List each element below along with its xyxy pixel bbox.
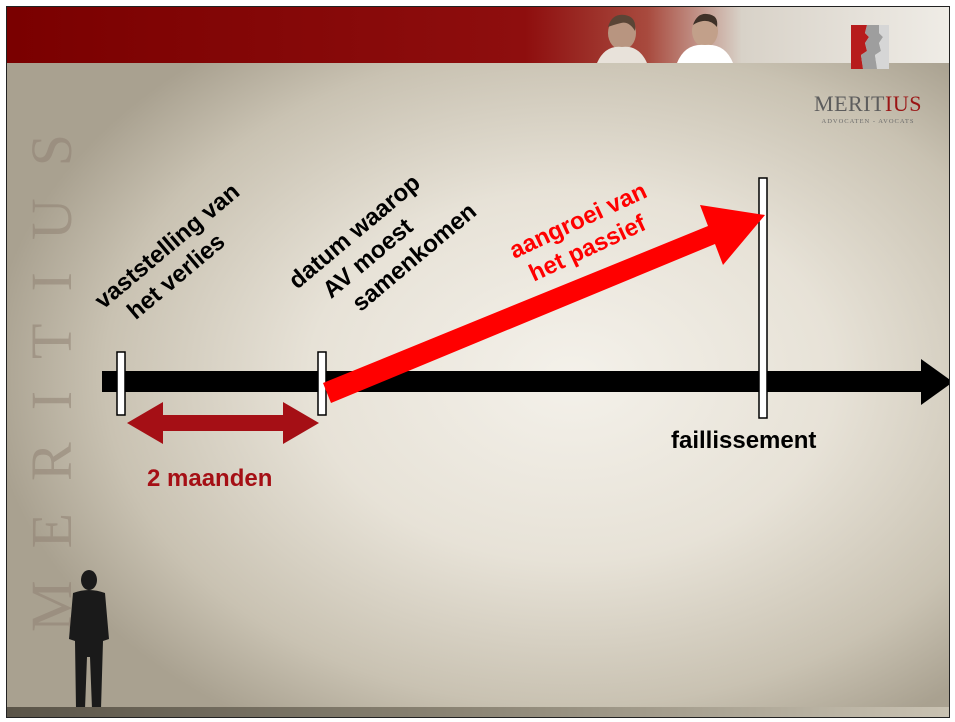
growth-arrow [323, 205, 765, 403]
label-duur: 2 maanden [147, 465, 273, 492]
footer-bar [7, 707, 949, 717]
logo-subtitle: ADVOCATEN - AVOCATS [821, 118, 915, 125]
slide: MERITIUS ADVOCATEN - AVOCATS MERITIUS va… [6, 6, 950, 718]
silhouette-figure [69, 570, 109, 709]
timeline-bar [102, 371, 922, 392]
duration-double-arrow [127, 402, 319, 444]
label-faillissement: faillissement [671, 427, 817, 454]
header-bar [7, 7, 949, 63]
logo-name-main: MERIT [814, 91, 885, 116]
header-photo [597, 13, 733, 63]
logo-icon [851, 25, 889, 69]
logo-name-accent: IUS [885, 91, 922, 116]
logo-name: MERITIUS [793, 91, 943, 117]
marker-faillissement [758, 177, 768, 419]
marker-vaststelling [116, 351, 126, 416]
timeline-diagram [102, 177, 949, 444]
timeline-arrowhead [921, 359, 949, 405]
